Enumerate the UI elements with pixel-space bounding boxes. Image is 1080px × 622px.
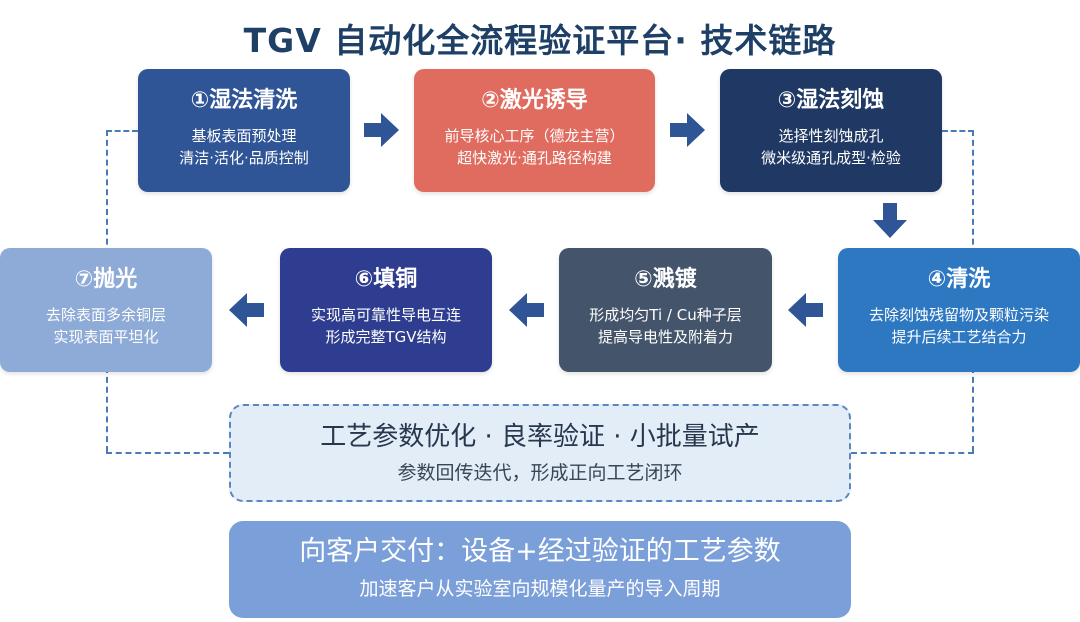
process-subtitle: 参数回传迭代，形成正向工艺闭环: [397, 462, 683, 484]
arrow-right-icon: [670, 113, 705, 147]
step-desc-2: 清洁·活化·品质控制: [179, 149, 309, 167]
step-desc-2: 超快激光·通孔路径构建: [457, 149, 612, 167]
step-sputtering: ⑤溅镀 形成均匀Ti / Cu种子层 提高导电性及附着力: [559, 248, 772, 372]
arrow-left-icon: [788, 293, 823, 327]
step-desc-1: 选择性刻蚀成孔: [778, 127, 884, 145]
step-desc-1: 基板表面预处理: [191, 127, 297, 145]
step-title: ①湿法清洗: [190, 88, 298, 113]
step-desc-1: 形成均匀Ti / Cu种子层: [589, 306, 742, 324]
loop-line-top-right: [942, 130, 974, 132]
step-desc-1: 去除刻蚀残留物及颗粒污染: [868, 306, 1049, 324]
delivery-title: 向客户交付：设备+经过验证的工艺参数: [299, 536, 781, 567]
step-title: ⑤溅镀: [634, 267, 697, 292]
arrow-left-icon: [509, 293, 544, 327]
customer-delivery-box: 向客户交付：设备+经过验证的工艺参数 加速客户从实验室向规模化量产的导入周期: [229, 521, 851, 618]
step-laser-induction: ②激光诱导 前导核心工序（德龙主营） 超快激光·通孔路径构建: [414, 69, 655, 192]
step-desc-2: 形成完整TGV结构: [325, 328, 447, 346]
process-optimization-box: 工艺参数优化 · 良率验证 · 小批量试产 参数回传迭代，形成正向工艺闭环: [229, 404, 851, 502]
arrow-left-icon: [229, 293, 264, 327]
step-wet-cleaning: ①湿法清洗 基板表面预处理 清洁·活化·品质控制: [138, 69, 350, 192]
step-desc-2: 提升后续工艺结合力: [891, 328, 1027, 346]
loop-line-bottom-left: [106, 452, 229, 454]
step-title: ③湿法刻蚀: [777, 88, 885, 113]
delivery-subtitle: 加速客户从实验室向规模化量产的导入周期: [359, 578, 721, 600]
step-title: ⑦抛光: [74, 267, 138, 292]
step-desc-2: 提高导电性及附着力: [597, 328, 733, 346]
step-copper-fill: ⑥填铜 实现高可靠性导电互连 形成完整TGV结构: [280, 248, 492, 372]
arrow-down-icon: [873, 203, 907, 238]
step-desc-2: 微米级通孔成型·检验: [761, 149, 901, 167]
step-polishing: ⑦抛光 去除表面多余铜层 实现表面平坦化: [0, 248, 212, 372]
process-title: 工艺参数优化 · 良率验证 · 小批量试产: [320, 422, 760, 452]
step-desc-1: 去除表面多余铜层: [45, 306, 166, 324]
loop-line-top-left: [106, 130, 138, 132]
step-title: ②激光诱导: [481, 88, 588, 113]
step-title: ⑥填铜: [354, 267, 418, 292]
step-cleaning: ④清洗 去除刻蚀残留物及颗粒污染 提升后续工艺结合力: [838, 248, 1080, 372]
diagram-title: TGV 自动化全流程验证平台· 技术链路: [243, 21, 837, 60]
step-desc-2: 实现表面平坦化: [53, 328, 159, 346]
loop-line-bottom-right: [851, 452, 974, 454]
step-desc-1: 实现高可靠性导电互连: [310, 306, 461, 324]
step-title: ④清洗: [927, 267, 991, 292]
step-wet-etching: ③湿法刻蚀 选择性刻蚀成孔 微米级通孔成型·检验: [720, 69, 942, 192]
step-desc-1: 前导核心工序（德龙主营）: [444, 127, 625, 145]
arrow-right-icon: [364, 113, 399, 147]
